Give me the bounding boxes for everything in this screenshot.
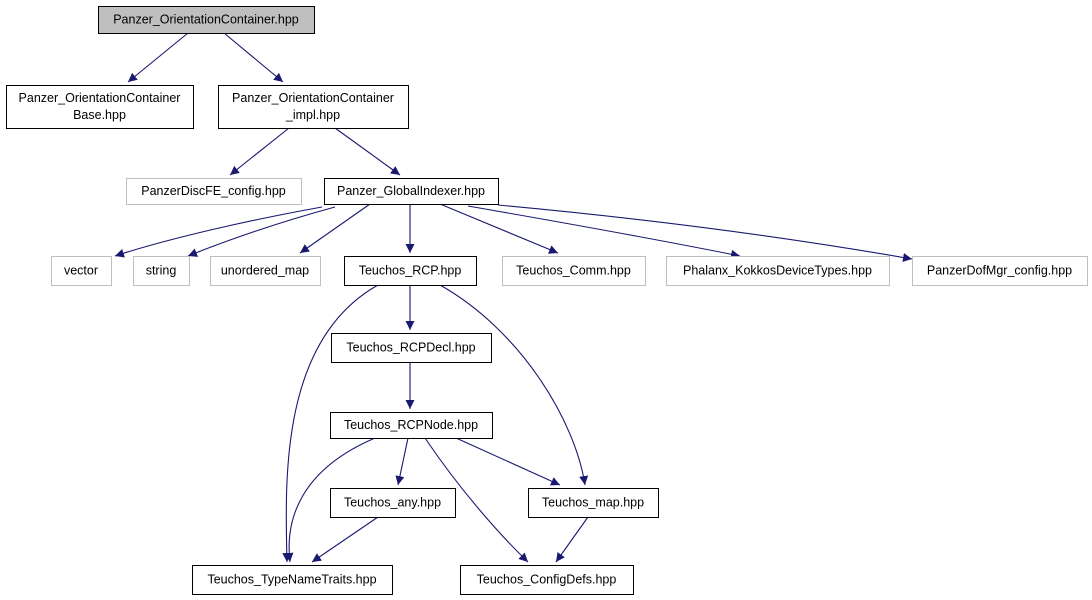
node-string: string [133, 256, 190, 286]
node-label: Base.hpp [73, 108, 126, 122]
node-box [51, 256, 112, 286]
node-globalindexer[interactable]: Panzer_GlobalIndexer.hpp [324, 178, 499, 205]
node-rcpdecl[interactable]: Teuchos_RCPDecl.hpp [331, 333, 492, 363]
node-label: Teuchos_any.hpp [344, 496, 441, 510]
edge-rcp-to-typenametraits [282, 284, 379, 563]
edge-globalindexer-to-unordered_map [299, 203, 371, 254]
node-comm: Teuchos_Comm.hpp [502, 256, 646, 286]
node-box [133, 256, 190, 286]
node-impl[interactable]: Panzer_OrientationContainer _impl.hpp [218, 85, 409, 129]
node-typenametraits[interactable]: Teuchos_TypeNameTraits.hpp [192, 565, 393, 595]
node-label: PanzerDofMgr_config.hpp [927, 264, 1072, 278]
edge-arrow [455, 437, 561, 486]
node-label: Teuchos_TypeNameTraits.hpp [207, 573, 376, 587]
node-phalanx: Phalanx_KokkosDeviceTypes.hpp [666, 256, 890, 286]
node-label: PanzerDiscFE_config.hpp [141, 184, 286, 198]
edge-arrow [395, 437, 409, 486]
node-label: Panzer_OrientationContainer [232, 91, 394, 105]
node-label: unordered_map [221, 264, 309, 278]
node-label: string [146, 264, 177, 278]
node-root[interactable]: Panzer_OrientationContainer.hpp [98, 6, 315, 34]
node-box [210, 256, 321, 286]
edge-arrow [299, 203, 371, 254]
edge-arrow [229, 127, 290, 176]
node-box [528, 488, 659, 518]
node-box [218, 85, 409, 129]
edge-arrow [311, 516, 379, 563]
node-box [666, 256, 890, 286]
edge-any-to-typenametraits [311, 516, 379, 563]
edge-arrow [127, 32, 189, 83]
node-vector: vector [51, 256, 112, 286]
edge-rcpnode-to-configdefs [424, 437, 529, 563]
node-box [324, 178, 499, 205]
edge-globalindexer-to-vector [114, 206, 323, 258]
node-map[interactable]: Teuchos_map.hpp [528, 488, 659, 518]
edge-arrow [114, 206, 323, 258]
node-label: Panzer_OrientationContainer [19, 91, 181, 105]
node-label: Teuchos_ConfigDefs.hpp [477, 573, 617, 587]
node-label: Teuchos_RCP.hpp [359, 264, 462, 278]
edge-globalindexer-to-comm [439, 203, 559, 254]
node-configdefs[interactable]: Teuchos_ConfigDefs.hpp [460, 565, 634, 595]
node-box [460, 565, 634, 595]
edge-globalindexer-to-string [187, 206, 336, 257]
edge-rcpnode-to-any [395, 437, 409, 486]
node-box [6, 85, 194, 129]
node-box [912, 256, 1088, 286]
node-label: Teuchos_map.hpp [542, 496, 644, 510]
edge-arrow [424, 437, 529, 563]
edge-arrow [282, 284, 379, 563]
edge-rcpnode-to-typenametraits [284, 437, 376, 563]
node-label: Panzer_OrientationContainer.hpp [113, 13, 299, 27]
node-box [126, 178, 302, 205]
node-box [98, 6, 315, 34]
node-box [344, 256, 477, 286]
node-rcpnode[interactable]: Teuchos_RCPNode.hpp [330, 412, 493, 439]
node-label: Teuchos_RCPDecl.hpp [346, 341, 475, 355]
edge-arrow [497, 204, 913, 262]
edge-impl-to-discfe [229, 127, 290, 176]
node-box [502, 256, 646, 286]
edge-globalindexer-to-phalanx [467, 205, 741, 259]
edge-arrow [284, 437, 376, 563]
edge-root-to-impl [223, 32, 284, 83]
node-box [192, 565, 393, 595]
edge-arrow [467, 205, 741, 259]
edge-impl-to-globalindexer [334, 127, 401, 176]
edge-root-to-base [127, 32, 189, 83]
node-label: _impl.hpp [285, 108, 340, 122]
edge-rcpnode-to-map [455, 437, 561, 486]
node-label: Phalanx_KokkosDeviceTypes.hpp [683, 264, 872, 278]
edge-arrow [439, 284, 589, 486]
node-box [330, 488, 456, 518]
node-label: vector [64, 264, 98, 278]
node-unordered_map: unordered_map [210, 256, 321, 286]
edge-arrow [439, 203, 559, 254]
node-label: Teuchos_RCPNode.hpp [344, 418, 478, 432]
node-box [330, 412, 493, 439]
node-label: Panzer_GlobalIndexer.hpp [337, 184, 485, 198]
edge-arrow [187, 206, 336, 257]
node-discfe: PanzerDiscFE_config.hpp [126, 178, 302, 205]
node-any[interactable]: Teuchos_any.hpp [330, 488, 456, 518]
node-rcp[interactable]: Teuchos_RCP.hpp [344, 256, 477, 286]
node-box [331, 333, 492, 363]
node-label: Teuchos_Comm.hpp [516, 264, 631, 278]
node-dofmgr: PanzerDofMgr_config.hpp [912, 256, 1088, 286]
edge-rcp-to-map [439, 284, 589, 486]
edge-arrow [223, 32, 284, 83]
edge-arrow [334, 127, 401, 176]
edge-map-to-configdefs [555, 516, 589, 563]
edge-globalindexer-to-dofmgr [497, 204, 913, 262]
edge-arrow [555, 516, 589, 563]
